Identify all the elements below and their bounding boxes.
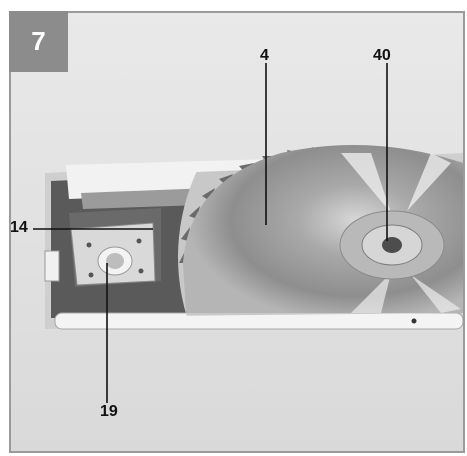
callout-4: 4	[260, 47, 269, 64]
photo-frame	[9, 11, 465, 453]
callout-14: 14	[10, 219, 28, 236]
figure-number-badge: 7	[9, 11, 68, 72]
callout-40: 40	[373, 47, 391, 64]
callout-19: 19	[100, 403, 118, 420]
saw-blade-photo	[11, 13, 463, 451]
